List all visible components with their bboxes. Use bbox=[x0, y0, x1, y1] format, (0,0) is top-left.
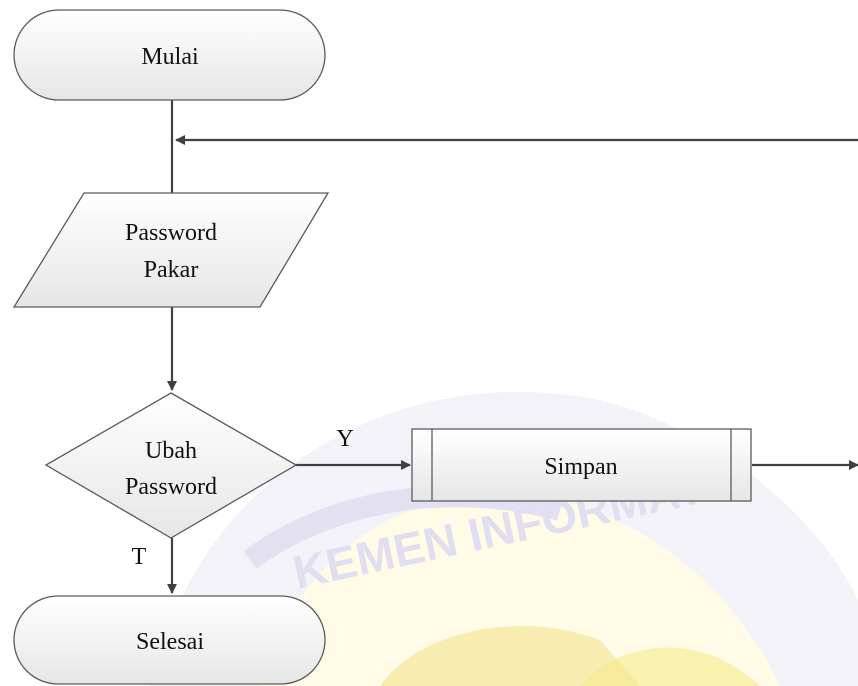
end-label: Selesai bbox=[136, 629, 204, 655]
input-parallelogram: Password Pakar bbox=[12, 192, 330, 308]
connectors bbox=[167, 100, 858, 594]
process-label: Simpan bbox=[544, 454, 617, 480]
input-label-line1: Password bbox=[125, 220, 217, 246]
process-box: Simpan bbox=[411, 428, 752, 502]
yes-label: Y bbox=[336, 426, 353, 452]
decision-diamond: Ubah Password bbox=[44, 392, 298, 539]
decision-label-line2: Password bbox=[125, 474, 217, 500]
end-terminator: Selesai bbox=[13, 595, 326, 685]
decision-label-line1: Ubah bbox=[145, 438, 197, 464]
start-terminator: Mulai bbox=[13, 9, 326, 101]
input-label-line2: Pakar bbox=[144, 257, 199, 283]
start-label: Mulai bbox=[141, 44, 199, 70]
no-label: T bbox=[132, 544, 147, 570]
